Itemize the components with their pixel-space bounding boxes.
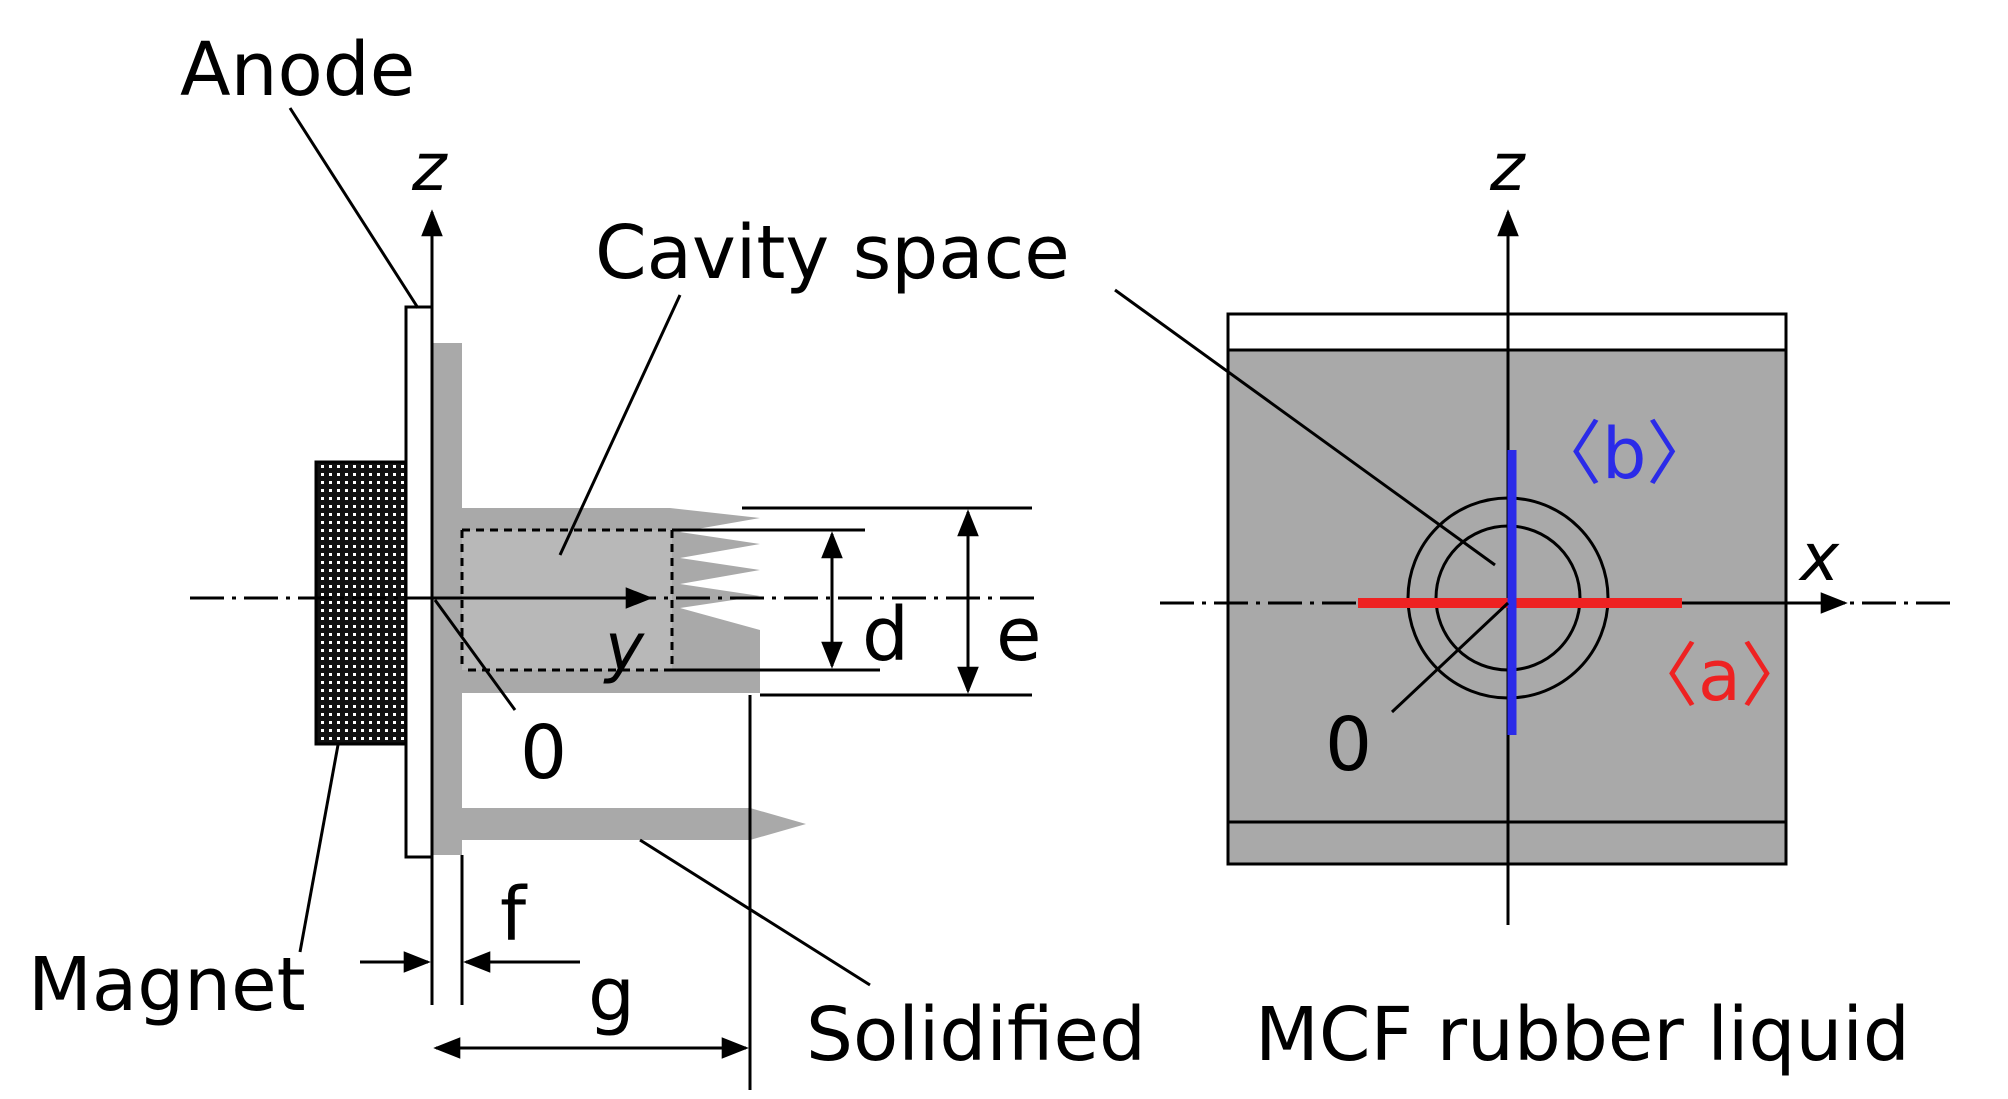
x-axis-label: x — [1798, 519, 1840, 596]
solidified-label: Solidified — [806, 992, 1146, 1078]
z-axis-label-right: z — [1489, 129, 1526, 206]
anode-leader — [288, 107, 420, 309]
z-axis-label-left: z — [411, 129, 448, 206]
cavity-dashed-outline — [460, 528, 674, 672]
cavity-space-label: Cavity space — [595, 210, 1070, 296]
anode-plate — [404, 305, 434, 859]
side-view: z y 0 Anode Cavity space d e f g — [28, 27, 1146, 1090]
origin-label-left: 0 — [520, 710, 567, 796]
origin-label-right: 0 — [1325, 702, 1372, 788]
f-label: f — [500, 872, 528, 958]
anode-label: Anode — [180, 27, 415, 113]
mcf-rubber-liquid-label: MCF rubber liquid — [1255, 992, 1910, 1078]
cavity-space-leader-left — [558, 294, 682, 556]
g-label: g — [588, 952, 635, 1038]
origin-leader-left — [433, 599, 517, 711]
tag-b-label: 〈b〉 — [1532, 413, 1716, 495]
magnet-block — [314, 460, 408, 746]
front-view: z x 〈b〉 〈a〉 0 MCF rubber liquid — [1114, 129, 1955, 1078]
origin-leader-right — [1390, 601, 1510, 714]
tag-a-label: 〈a〉 — [1628, 635, 1811, 717]
d-label: d — [862, 592, 909, 678]
magnet-label: Magnet — [28, 942, 306, 1028]
magnet-leader — [298, 744, 340, 953]
e-label: e — [996, 592, 1042, 678]
y-axis-label: y — [603, 609, 645, 686]
cavity-space-leader-right — [1114, 288, 1496, 567]
solidified-leader — [639, 838, 871, 987]
